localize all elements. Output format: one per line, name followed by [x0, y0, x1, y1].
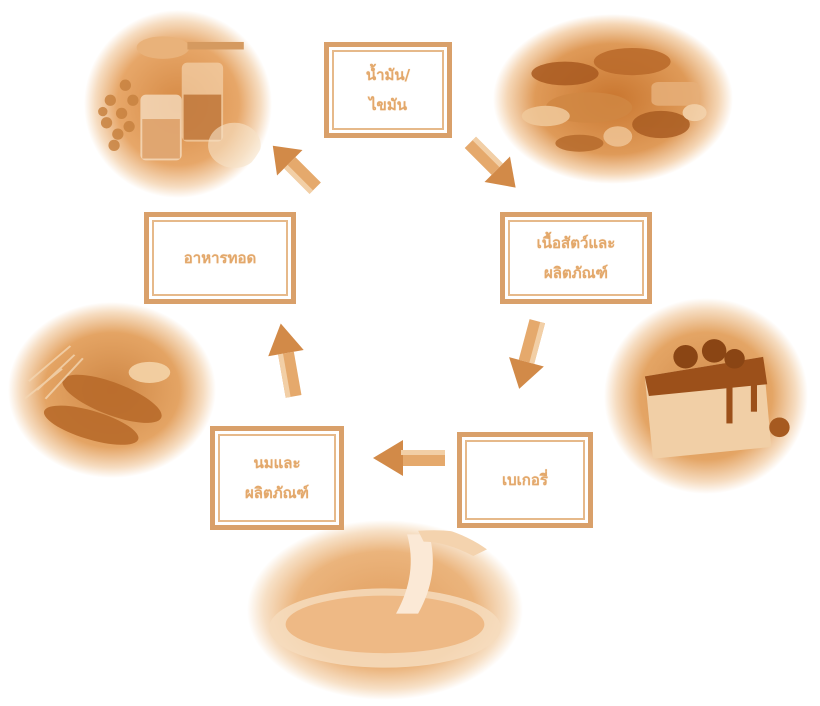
node-meat-label: เนื้อสัตว์และ ผลิตภัณฑ์: [537, 228, 616, 288]
photo-fried-food-icon: [8, 302, 216, 478]
photo-meat-products-icon: [493, 14, 733, 184]
arrow-oils-to-meat: [458, 128, 528, 202]
node-meat: เนื้อสัตว์และ ผลิตภัณฑ์: [500, 212, 652, 304]
node-fried: อาหารทอด: [144, 212, 296, 304]
arrow-milk-to-fried: [262, 316, 312, 402]
arrow-fried-to-oils: [262, 132, 326, 202]
node-milk-label: นมและ ผลิตภัณฑ์: [245, 448, 309, 508]
node-milk: นมและ ผลิตภัณฑ์: [210, 426, 344, 530]
arrow-bakery-to-milk: [368, 438, 450, 478]
photo-cheesecake-icon: [604, 298, 808, 494]
node-oils: น้ำมัน/ ไขมัน: [324, 42, 452, 138]
node-bakery-label: เบเกอรี่: [502, 465, 548, 495]
photo-oils-beans-icon: [84, 10, 272, 198]
node-bakery: เบเกอรี่: [457, 432, 593, 528]
arrow-meat-to-bakery: [498, 314, 558, 398]
node-oils-label: น้ำมัน/ ไขมัน: [366, 60, 410, 120]
photo-milk-pour-icon: [247, 520, 523, 700]
node-fried-label: อาหารทอด: [184, 243, 256, 273]
